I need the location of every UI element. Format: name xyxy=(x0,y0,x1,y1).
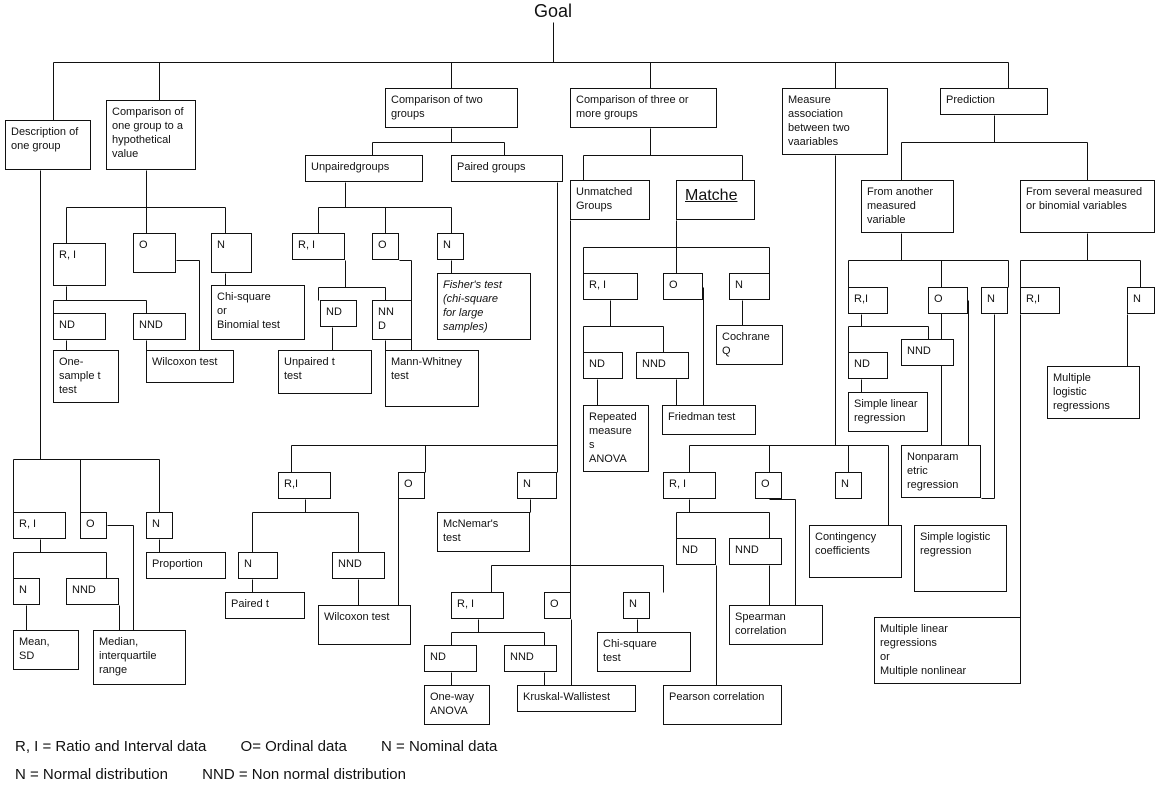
node-c1-nd: ND xyxy=(53,313,106,340)
node-fa-slr: Simple linear regression xyxy=(848,392,928,432)
node-unm: Unmatched Groups xyxy=(570,180,650,220)
node-um-ri: R, I xyxy=(451,592,504,619)
node-p-o: O xyxy=(398,472,425,499)
node-m-o: O xyxy=(663,273,703,300)
node-um-anova: One-way ANOVA xyxy=(424,685,490,725)
node-c1-nnd: NND xyxy=(133,313,186,340)
node-u-nnd: NN D xyxy=(372,300,412,340)
node-pred: Prediction xyxy=(940,88,1048,115)
node-p-mcn: McNemar's test xyxy=(437,512,530,552)
node-a-o: O xyxy=(755,472,782,499)
node-a-n: N xyxy=(835,472,862,499)
node-d-o: O xyxy=(80,512,107,539)
node-a-nd: ND xyxy=(676,538,716,565)
node-um-o: O xyxy=(544,592,571,619)
node-pair: Paired groups xyxy=(451,155,563,182)
node-p-nd: N xyxy=(238,552,278,579)
legend-normal: N = Normal distribution xyxy=(15,766,168,783)
node-comp2: Comparison of two groups xyxy=(385,88,518,128)
node-fs-mlog: Multiple logistic regressions xyxy=(1047,366,1140,419)
node-m-coch: Cochrane Q xyxy=(716,325,783,365)
node-a-spear: Spearman correlation xyxy=(729,605,823,645)
node-fa-nnd: NND xyxy=(901,339,954,366)
node-fs-mlin: Multiple linear regressions or Multiple … xyxy=(874,617,1021,684)
node-fa: From another measured variable xyxy=(861,180,954,233)
legend-line-1: R, I = Ratio and Interval data O= Ordina… xyxy=(15,738,527,756)
node-um-n: N xyxy=(623,592,650,619)
legend-n: N = Nominal data xyxy=(381,738,498,755)
node-fa-o: O xyxy=(928,287,968,314)
node-c1-n: N xyxy=(211,233,252,273)
node-c1-wilc: Wilcoxon test xyxy=(146,350,234,383)
node-d-median: Median, interquartile range xyxy=(93,630,186,685)
node-u-o: O xyxy=(372,233,399,260)
goal-title: Goal xyxy=(533,1,573,21)
node-p-pt: Paired t xyxy=(225,592,305,619)
legend-ri: R, I = Ratio and Interval data xyxy=(15,738,207,755)
node-fa-slog: Simple logistic regression xyxy=(914,525,1007,592)
node-um-kw: Kruskal-Wallistest xyxy=(517,685,636,712)
node-p-n: N xyxy=(517,472,557,499)
node-p-ri: R,I xyxy=(278,472,331,499)
node-p-nnd: NND xyxy=(332,552,385,579)
node-p-wilc: Wilcoxon test xyxy=(318,605,411,645)
node-c1-o: O xyxy=(133,233,176,273)
node-c1-chi: Chi-square or Binomial test xyxy=(211,285,305,340)
legend-nnd: NND = Non normal distribution xyxy=(202,766,406,783)
node-d-nd: N xyxy=(13,578,40,605)
node-mat: Matche xyxy=(676,180,755,220)
node-u-n: N xyxy=(437,233,464,260)
node-fs: From several measured or binomial variab… xyxy=(1020,180,1155,233)
node-a-ri: R, I xyxy=(663,472,716,499)
node-desc: Description of one group xyxy=(5,120,91,170)
node-d-mean: Mean, SD xyxy=(13,630,79,670)
node-m-nd: ND xyxy=(583,352,623,379)
node-m-ri: R, I xyxy=(583,273,638,300)
node-u-nd: ND xyxy=(320,300,357,327)
legend-line-2: N = Normal distribution NND = Non normal… xyxy=(15,766,436,784)
node-u-mw: Mann-Whitney test xyxy=(385,350,479,407)
node-fs-n: N xyxy=(1127,287,1155,314)
node-d-ri: R, I xyxy=(13,512,66,539)
node-fs-ri: R,I xyxy=(1020,287,1060,314)
node-fa-np: Nonparam etric regression xyxy=(901,445,981,498)
node-d-n: N xyxy=(146,512,173,539)
node-um-nnd: NND xyxy=(504,645,557,672)
node-m-rm: Repeated measure s ANOVA xyxy=(583,405,649,472)
node-u-fisher: Fisher's test (chi-square for large samp… xyxy=(437,273,531,340)
node-c1-ri: R, I xyxy=(53,243,106,286)
node-a-pear: Pearson correlation xyxy=(663,685,782,725)
node-m-n: N xyxy=(729,273,770,300)
node-unp: Unpairedgroups xyxy=(305,155,423,182)
legend-o: O= Ordinal data xyxy=(240,738,347,755)
node-u-ri: R, I xyxy=(292,233,345,260)
node-d-prop: Proportion xyxy=(146,552,226,579)
node-fa-n: N xyxy=(981,287,1008,314)
node-comp1: Comparison of one group to a hypothetica… xyxy=(106,100,196,170)
node-a-cont: Contingency coefficients xyxy=(809,525,902,578)
node-fa-nd: ND xyxy=(848,352,888,379)
node-d-nnd: NND xyxy=(66,578,119,605)
node-a-nnd: NND xyxy=(729,538,782,565)
node-m-nnd: NND xyxy=(636,352,689,379)
node-c1-onesample: One- sample t test xyxy=(53,350,119,403)
node-um-nd: ND xyxy=(424,645,477,672)
node-fa-ri: R,I xyxy=(848,287,888,314)
node-um-chi: Chi-square test xyxy=(597,632,691,672)
node-m-fried: Friedman test xyxy=(662,405,756,435)
node-u-unpt: Unpaired t test xyxy=(278,350,372,394)
node-comp3: Comparison of three or more groups xyxy=(570,88,717,128)
node-meas: Measure association between two vaariabl… xyxy=(782,88,888,155)
